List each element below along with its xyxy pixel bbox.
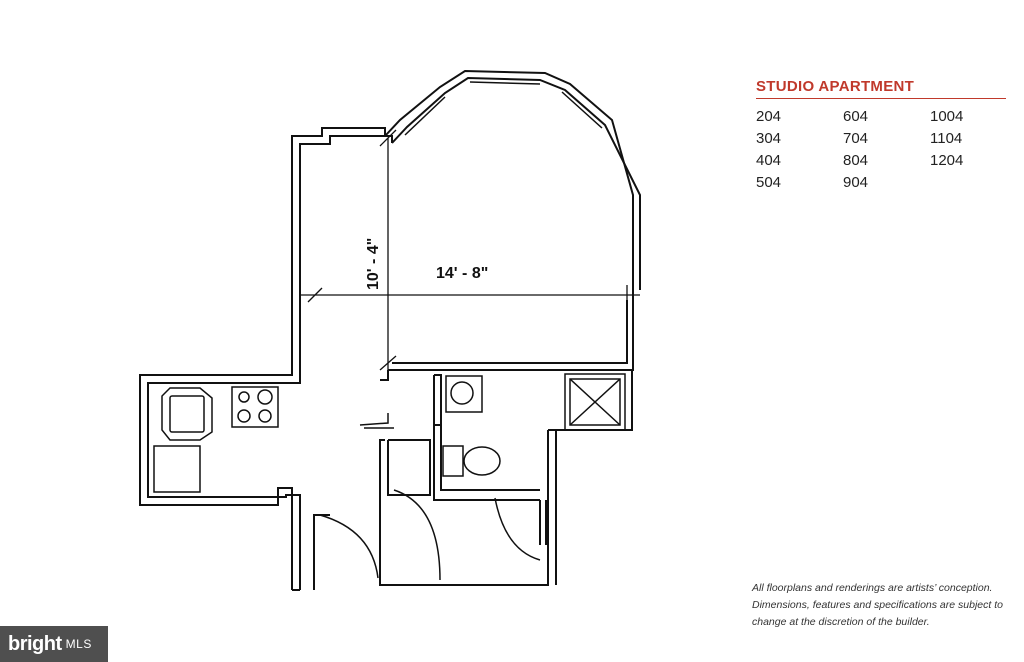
disclaimer-line: Dimensions, features and specifications … bbox=[752, 599, 1003, 611]
title-divider bbox=[756, 98, 1006, 99]
closet-door bbox=[359, 413, 394, 429]
unit-number: 804 bbox=[843, 152, 869, 169]
unit-number: 604 bbox=[843, 108, 869, 125]
unit-number: 1004 bbox=[930, 108, 964, 125]
unit-number: 204 bbox=[756, 108, 782, 125]
refrigerator bbox=[153, 445, 201, 493]
dimension-depth-label: 10' - 4" bbox=[365, 238, 382, 290]
unit-number: 704 bbox=[843, 130, 869, 147]
cooktop bbox=[231, 386, 279, 428]
bath-sink bbox=[450, 381, 474, 405]
door-swing bbox=[319, 489, 541, 581]
bathroom-walls bbox=[387, 374, 547, 545]
watermark-brand: bright bbox=[8, 632, 62, 655]
dimension-width-label: 14' - 8" bbox=[436, 265, 488, 282]
watermark-logo: bright MLS bbox=[0, 626, 108, 662]
window bbox=[404, 81, 603, 136]
shower bbox=[564, 373, 626, 431]
unit-number: 404 bbox=[756, 152, 782, 169]
plan-title: STUDIO APARTMENT bbox=[756, 78, 915, 95]
dimension-lines bbox=[300, 129, 640, 372]
bath-sink-counter bbox=[445, 375, 483, 413]
unit-number: 504 bbox=[756, 174, 782, 191]
unit-list: 204 604 1004 304 704 1104 404 804 1204 504 904 bbox=[756, 107, 1010, 193]
exterior-wall bbox=[139, 69, 641, 591]
disclaimer: All floorplans and renderings are artist… bbox=[752, 580, 1022, 631]
unit-number: 1104 bbox=[930, 130, 963, 147]
toilet bbox=[442, 445, 501, 477]
disclaimer-line: change at the discretion of the builder. bbox=[752, 616, 930, 628]
unit-number: 1204 bbox=[930, 152, 964, 169]
disclaimer-line: All floorplans and renderings are artist… bbox=[752, 582, 993, 594]
watermark-suffix: MLS bbox=[65, 637, 92, 651]
unit-number: 904 bbox=[843, 174, 869, 191]
unit-number: 304 bbox=[756, 130, 782, 147]
kitchen-sink bbox=[161, 387, 213, 441]
